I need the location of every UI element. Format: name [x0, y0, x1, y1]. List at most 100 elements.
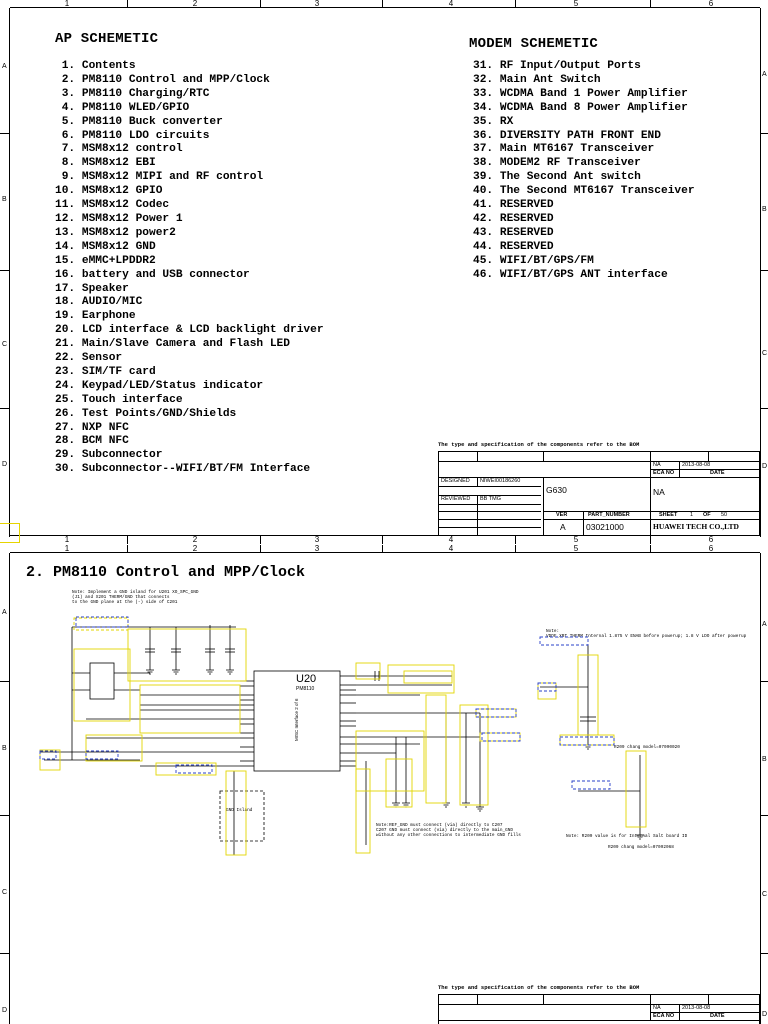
row-ruler-right: A B C D — [760, 553, 768, 1024]
column-label: 6 — [708, 544, 714, 553]
chip-ref: U20 — [296, 673, 317, 685]
row-label: C — [762, 891, 768, 898]
modem-schematic-heading: MODEM SCHEMETIC — [469, 36, 599, 52]
gnd-island-note: Note: Implement a GND island for U201 XO… — [72, 590, 199, 605]
row-label: B — [762, 756, 767, 763]
contents-item: 20. LCD interface & LCD backlight driver — [55, 324, 324, 337]
pmic-right-pins — [340, 675, 356, 767]
contents-item: 7. MSM8x12 control — [55, 143, 183, 156]
contents-item: 35. RX — [473, 115, 514, 128]
contents-item: 40. The Second MT6167 Transceiver — [473, 185, 695, 198]
contents-item: 23. SIM/TF card — [55, 365, 156, 378]
part-number-value: 03021000 — [583, 519, 650, 535]
column-label: 2 — [192, 0, 198, 8]
contents-item: 18. AUDIO/MIC — [55, 296, 143, 309]
therm-note: Note: VDDF_XBT_THERM Internal 1.875 V EN… — [546, 629, 747, 639]
ver-value: A — [543, 519, 583, 535]
column-label: 2 — [192, 544, 198, 553]
bom-note: The type and specification of the compon… — [438, 984, 640, 991]
row-ruler-left: A B C D — [0, 8, 10, 537]
contents-item: 38. MODEM2 RF Transceiver — [473, 157, 641, 170]
contents-item: 13. MSM8x12 power2 — [55, 226, 176, 239]
contents-item: 28. BCM NFC — [55, 435, 129, 448]
contents-item: 16. battery and USB connector — [55, 268, 250, 281]
contents-item: 39. The Second Ant switch — [473, 171, 641, 184]
designed-label: DESIGNED — [441, 478, 470, 484]
schematic-drawing — [39, 616, 647, 856]
contents-item: 30. Subconnector--WIFI/BT/FM Interface — [55, 463, 311, 476]
contents-item: 25. Touch interface — [55, 393, 183, 406]
row-label: A — [762, 71, 767, 78]
selection-marker — [0, 523, 20, 543]
column-label: 1 — [64, 544, 70, 553]
contents-item: 8. MSM8x12 EBI — [55, 157, 156, 170]
contents-item: 26. Test Points/GND/Shields — [55, 407, 237, 420]
row-label: A — [2, 609, 7, 616]
na-big: NA — [650, 477, 761, 511]
title-block: NA 2013-08-08 ECA NO DATE — [438, 994, 760, 1024]
contents-item: 34. WCDMA Band 8 Power Amplifier — [473, 101, 688, 114]
column-label: 3 — [314, 0, 320, 8]
contents-sheet: 1 2 3 4 5 6 A B C D A B C D AP SCHEMETIC… — [0, 0, 768, 545]
ver-label: VER — [543, 511, 583, 519]
contents-item: 33. WCDMA Band 1 Power Amplifier — [473, 87, 688, 100]
contents-item: 21. Main/Slave Camera and Flash LED — [55, 338, 290, 351]
column-ruler-top: 1 2 3 4 5 6 — [10, 0, 760, 8]
row-label: D — [762, 1011, 768, 1018]
contents-item: 17. Speaker — [55, 282, 129, 295]
column-label: 5 — [573, 0, 579, 8]
contents-item: 46. WIFI/BT/GPS ANT interface — [473, 268, 668, 281]
column-label: 6 — [708, 0, 714, 8]
pmic-left-pins — [240, 680, 254, 767]
contents-item: 3. PM8110 Charging/RTC — [55, 87, 210, 100]
designed-value: NIWEI00186260 — [477, 477, 543, 486]
contents-item: 1. Contents — [55, 60, 136, 72]
row-label: A — [2, 63, 7, 70]
column-label: 1 — [64, 0, 70, 8]
column-label: 2 — [192, 535, 198, 544]
contents-item: 27. NXP NFC — [55, 421, 129, 434]
model-name: G630 — [543, 484, 650, 498]
row-label: C — [2, 889, 8, 896]
ap-contents-list: 1. Contents 2. PM8110 Control and MPP/Cl… — [55, 60, 324, 477]
contents-item: 36. DIVERSITY PATH FRONT END — [473, 129, 661, 142]
part-number-label: PART_NUMBER — [583, 511, 650, 519]
column-label: 3 — [314, 535, 320, 544]
eca-no-label: ECA NO — [650, 1012, 679, 1020]
contents-item: 2. PM8110 Control and MPP/Clock — [55, 73, 270, 86]
contents-item: 42. RESERVED — [473, 212, 554, 225]
column-label: 6 — [708, 535, 714, 544]
date-label: DATE — [679, 469, 761, 477]
date-value-cell: 2013-08-08 — [679, 1004, 761, 1013]
company-name: HUAWEI TECH CO.,LTD — [650, 519, 761, 535]
page-title: 2. PM8110 Control and MPP/Clock — [26, 564, 306, 581]
title-block: NA 2013-08-08 ECA NO DATE DESIGNED NIWEI… — [438, 451, 760, 536]
r209-change-top: R209 chang model=07090020 — [614, 745, 680, 750]
contents-item: 6. PM8110 LDO circuits — [55, 129, 210, 142]
na-small-cell: NA — [650, 1004, 679, 1013]
gnd-island-box — [219, 790, 265, 842]
na-small-cell: NA — [650, 461, 679, 470]
eca-no-label: ECA NO — [650, 469, 679, 477]
ap-schematic-heading: AP SCHEMETIC — [55, 31, 159, 47]
row-label: D — [2, 461, 8, 468]
gnd-island-label: GND Island — [226, 808, 253, 813]
of-label: OF — [703, 512, 711, 518]
row-label: C — [762, 350, 768, 357]
row-label: B — [2, 745, 7, 752]
contents-item: 43. RESERVED — [473, 226, 554, 239]
chip-part: PM8110 — [296, 686, 315, 692]
contents-item: 11. MSM8x12 Codec — [55, 199, 170, 212]
column-label: 1 — [64, 535, 70, 544]
highlight-boxes — [39, 617, 647, 856]
row-ruler-right: A B C D — [760, 8, 768, 537]
contents-item: 37. Main MT6167 Transceiver — [473, 143, 655, 156]
row-label: D — [2, 1007, 8, 1014]
pmic-body — [253, 670, 341, 772]
row-label: B — [762, 206, 767, 213]
contents-item: 41. RESERVED — [473, 199, 554, 212]
contents-item: 5. PM8110 Buck converter — [55, 115, 223, 128]
row-ruler-left: A B C D — [0, 553, 10, 1024]
ref-gnd-note: Note:REF_GND must connect (via) directly… — [376, 823, 521, 838]
